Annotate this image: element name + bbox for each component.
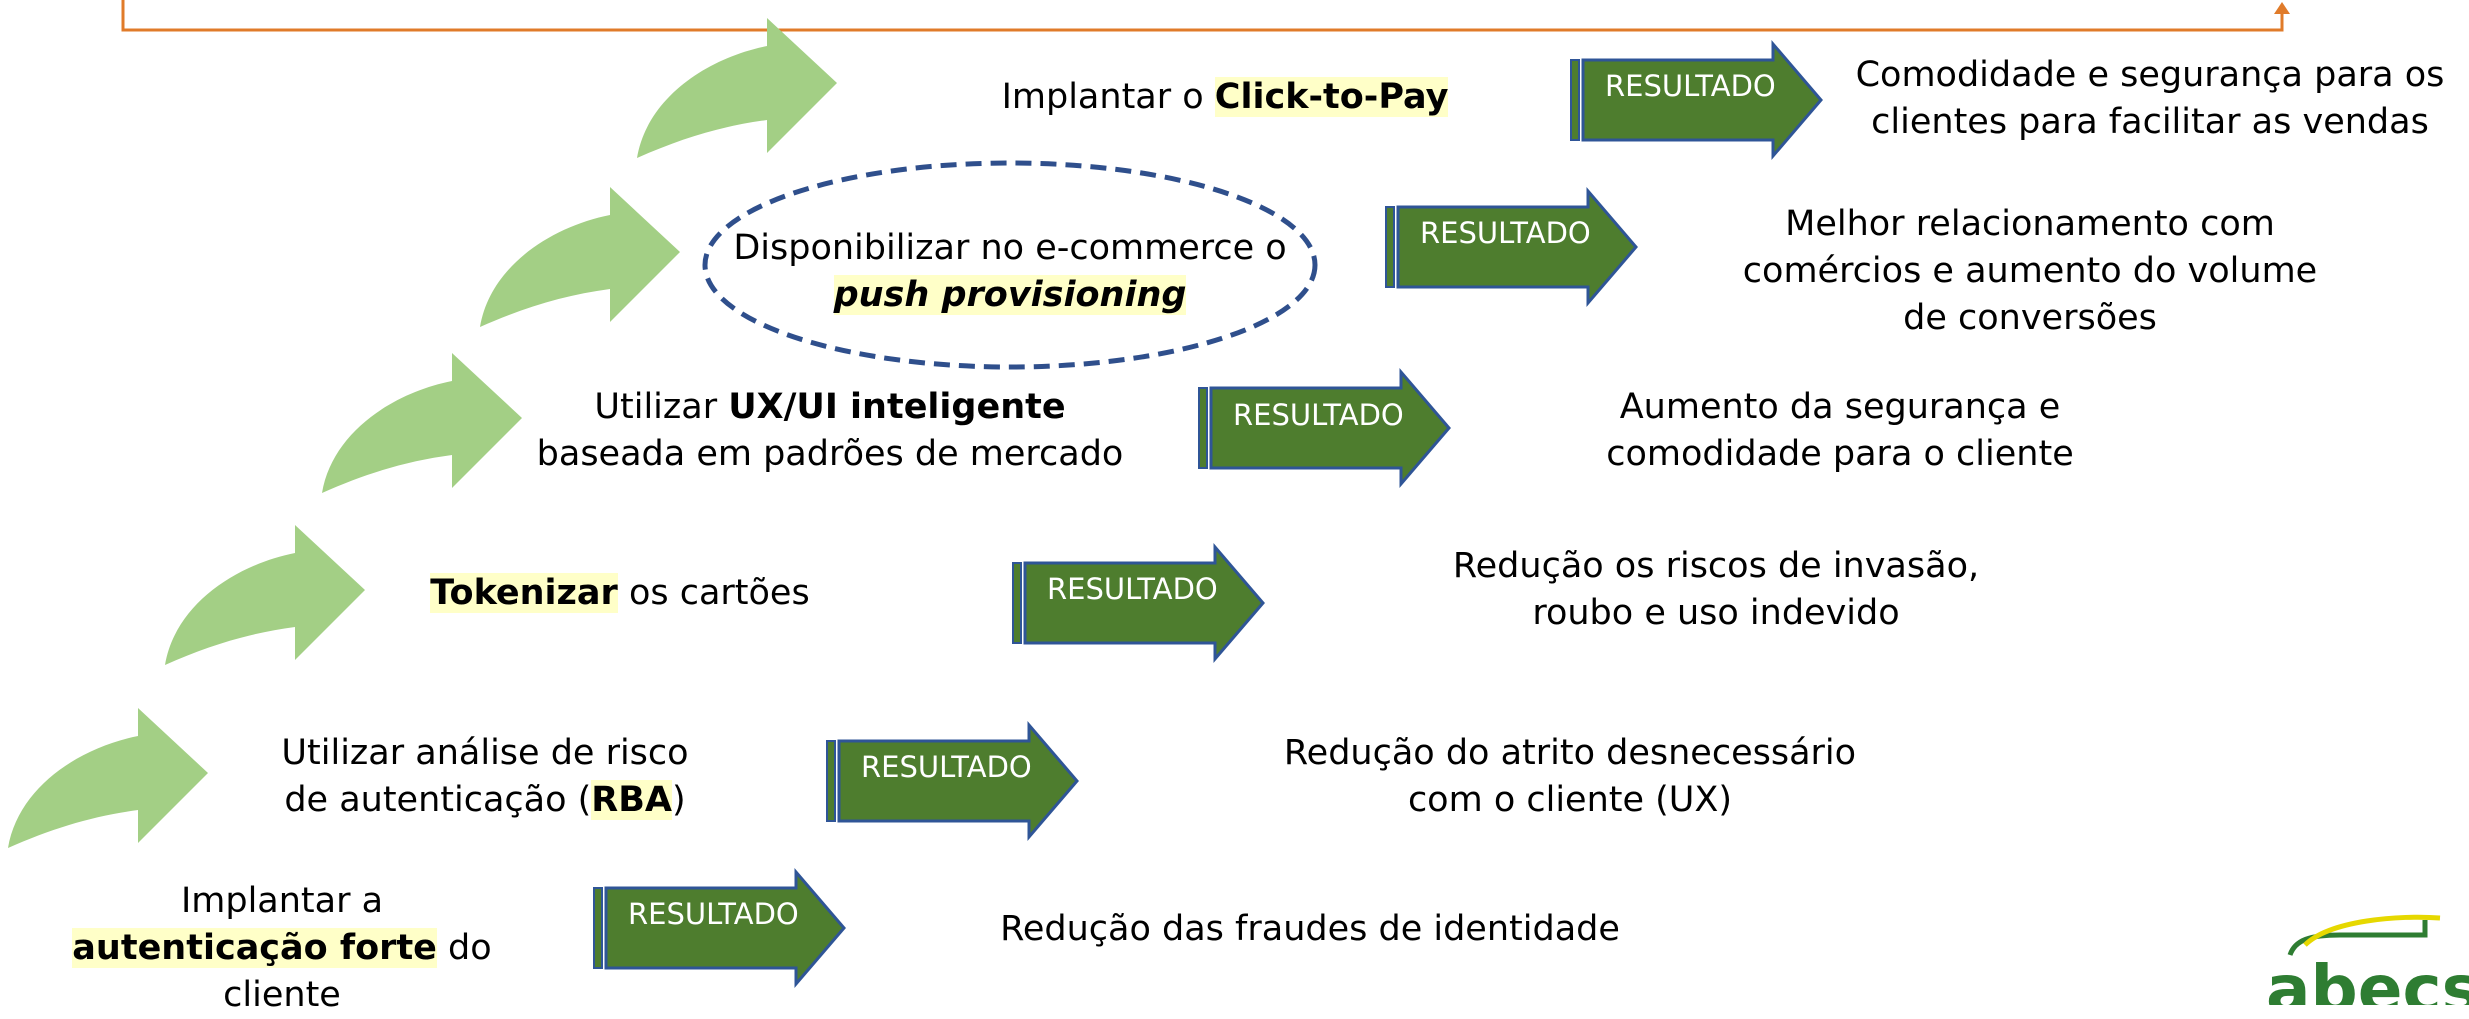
result-6-line1: Comodidade e segurança para os [1855, 55, 2445, 95]
result-4-line1: Aumento da segurança e [1619, 387, 2061, 427]
result-label-2: RESULTADO [861, 750, 1032, 784]
result-label-1: RESULTADO [628, 897, 799, 931]
step-1-line2: autenticação forte do [62, 925, 502, 972]
step-4-bold: UX/UI inteligente [728, 387, 1066, 427]
result-4-text: Aumento da segurança e comodidade para o… [1490, 384, 2190, 478]
step-3-line1: Tokenizar os cartões [380, 570, 860, 617]
step-6-highlight: Click-to-Pay [1214, 77, 1449, 117]
result-3-text: Redução os riscos de invasão, roubo e us… [1366, 543, 2066, 637]
step-2-line2-pre: de autenticação ( [284, 780, 592, 820]
step-4-line1: Utilizar UX/UI inteligente [490, 384, 1170, 431]
result-5-line2: comércios e aumento do volume [1742, 251, 2318, 291]
step-6-line1-pre: Implantar o [1001, 77, 1215, 117]
result-5-line3: de conversões [1903, 298, 2157, 338]
timeline-line [121, 0, 2290, 32]
result-3-line2: roubo e uso indevido [1532, 593, 1900, 633]
result-6-text: Comodidade e segurança para os clientes … [1840, 52, 2460, 146]
result-label-3: RESULTADO [1047, 572, 1218, 606]
step-arrow-1 [8, 708, 208, 848]
result-4-line2: comodidade para o cliente [1606, 434, 2074, 474]
step-1-highlight: autenticação forte [72, 928, 437, 968]
step-3-line1-post: os cartões [617, 573, 810, 613]
step-6-line1: Implantar o Click-to-Pay [940, 74, 1510, 121]
step-2-line1: Utilizar análise de risco [281, 733, 689, 773]
step-1-line2-post: do [436, 928, 492, 968]
result-label-4: RESULTADO [1233, 398, 1404, 432]
result-2-text: Redução do atrito desnecessário com o cl… [1220, 730, 1920, 824]
step-arrow-2 [165, 525, 365, 665]
step-arrow-4 [480, 187, 680, 327]
step-6-text: Implantar o Click-to-Pay [940, 74, 1510, 121]
step-4-line2: baseada em padrões de mercado [536, 434, 1124, 474]
step-3-highlight: Tokenizar [430, 573, 618, 613]
step-2-text: Utilizar análise de risco de autenticaçã… [235, 730, 735, 824]
step-1-text: Implantar a autenticação forte do client… [62, 878, 502, 1019]
step-5-line1: Disponibilizar no e-commerce o [733, 228, 1287, 268]
result-2-line1: Redução do atrito desnecessário [1283, 733, 1857, 773]
step-5-line2: push provisioning [705, 272, 1315, 319]
abecs-logo: abecs [2266, 914, 2469, 1005]
result-5-text: Melhor relacionamento com comércios e au… [1680, 201, 2380, 342]
result-6-line2: clientes para facilitar as vendas [1871, 102, 2429, 142]
result-2-line2: com o cliente (UX) [1407, 780, 1733, 820]
step-arrow-5 [637, 18, 837, 158]
highlight-ellipse [702, 160, 1318, 370]
result-1-line1: Redução das fraudes de identidade [1000, 909, 1620, 949]
step-4-line1-pre: Utilizar [594, 387, 729, 427]
step-2-line2-post: ) [672, 780, 686, 820]
step-1-line3: cliente [223, 975, 341, 1015]
step-5-highlight: push provisioning [833, 275, 1187, 315]
logo-text: abecs [2266, 951, 2469, 1005]
result-3-line1: Redução os riscos de invasão, [1452, 546, 1980, 586]
step-5-text: Disponibilizar no e-commerce o push prov… [705, 225, 1315, 319]
step-3-text: Tokenizar os cartões [380, 570, 860, 617]
result-label-5: RESULTADO [1420, 216, 1591, 250]
step-2-highlight: RBA [591, 780, 673, 820]
step-2-line2: de autenticação (RBA) [235, 777, 735, 824]
result-label-6: RESULTADO [1605, 69, 1776, 103]
result-5-line1: Melhor relacionamento com [1785, 204, 2275, 244]
step-1-line1: Implantar a [180, 881, 384, 921]
result-1-text: Redução das fraudes de identidade [960, 906, 1660, 953]
step-4-text: Utilizar UX/UI inteligente baseada em pa… [490, 384, 1170, 478]
